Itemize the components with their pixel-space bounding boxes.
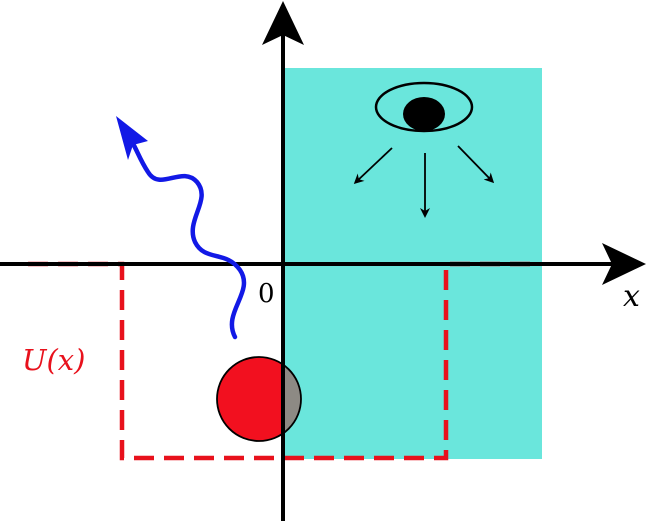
x-axis-label: x: [623, 279, 640, 314]
origin-label: 0: [258, 279, 275, 309]
potential-label: U(x): [22, 343, 85, 377]
x-axis: [0, 243, 646, 285]
emitted-wave: [116, 116, 247, 340]
arrow-down-icon: [353, 145, 495, 218]
y-axis: [262, 1, 304, 521]
eye-icon: [374, 81, 474, 133]
